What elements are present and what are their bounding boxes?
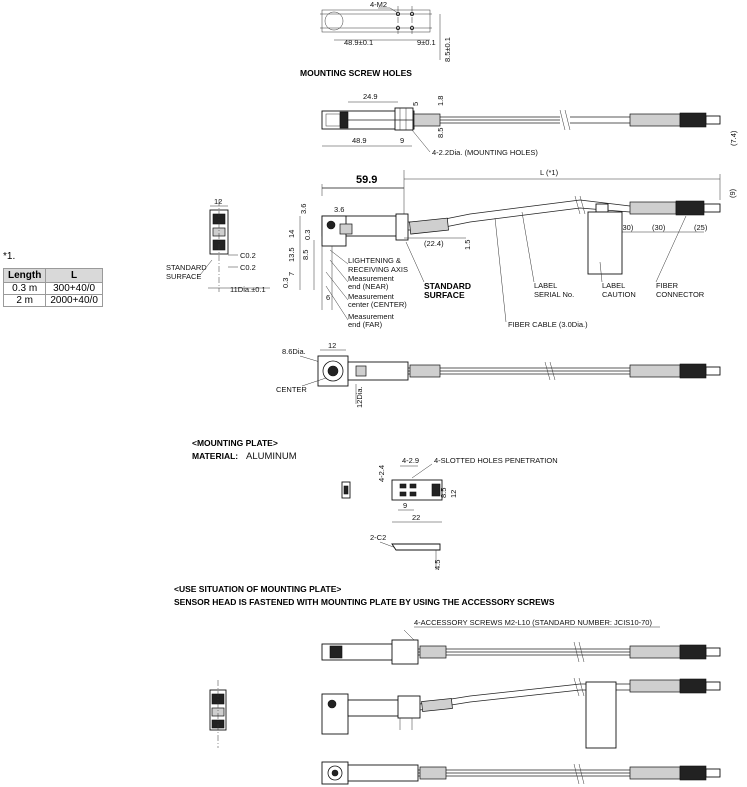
mounting-holes-label: 4-2.2Dia. (MOUNTING HOLES) — [432, 148, 538, 157]
dim-3-6-b: 3.6 — [334, 205, 344, 214]
fiber-cable-label: FIBER CABLE (3.0Dia.) — [508, 320, 588, 329]
length-note: *1. — [3, 251, 16, 262]
dim-1-5: 1.5 — [463, 240, 472, 250]
meas-far-2: end (FAR) — [348, 320, 383, 329]
plate-dim-4-5: 4.5 — [433, 560, 442, 570]
dim-7-4: (7.4) — [729, 130, 738, 146]
dim-9: 9±0.1 — [417, 38, 436, 47]
plate-dim-12: 12 — [449, 490, 458, 498]
lightening-label: LIGHTENING & — [348, 256, 401, 265]
dim-8-5: 8.5±0.1 — [443, 37, 452, 62]
plate-dim-9: 9 — [403, 501, 407, 510]
screw-label: 4-M2 — [370, 0, 387, 9]
meas-near-2: end (NEAR) — [348, 282, 389, 291]
length-table: Length L 0.3 m 300+40/0 2 m 2000+40/0 — [2, 268, 103, 307]
title-mounting-plate: <MOUNTING PLATE> — [192, 438, 278, 448]
accessory-screws-label: 4-ACCESSORY SCREWS M2-L10 (STANDARD NUMB… — [414, 618, 652, 627]
dim-22-4: (22.4) — [424, 239, 444, 248]
table-row: 2 m 2000+40/0 — [2, 294, 103, 307]
plate-dim-4-2-9: 4-2.9 — [402, 456, 419, 465]
dim-8-5: 8.5 — [301, 250, 310, 260]
dim-6: 6 — [326, 293, 330, 302]
dim-5: 5 — [411, 102, 420, 106]
dim-0-3-b: 0.3 — [303, 230, 312, 240]
label-serial-1: LABEL — [534, 281, 557, 290]
table-cell: 0.3 m — [2, 282, 47, 295]
mounting-screw-holes-view: 4-M2 48.9±0.1 9±0.1 8.5±0.1 MOUNTING SCR… — [300, 0, 452, 78]
top-view: 24.9 5 1.8 8.5 48.9 9 4-2.2Dia. (MOUNTIN… — [321, 92, 738, 157]
dim-30-a: (30) — [620, 223, 634, 232]
meas-center-1: Measurement — [348, 292, 395, 301]
receiving-label: RECEIVING AXIS — [348, 265, 408, 274]
material-label: MATERIAL: — [192, 451, 238, 461]
use-situation: <USE SITUATION OF MOUNTING PLATE> SENSOR… — [174, 584, 721, 785]
slotted-holes-label: 4-SLOTTED HOLES PENETRATION — [434, 456, 558, 465]
dim-0-3-a: 0.3 — [281, 278, 290, 288]
label-caution-1: LABEL — [602, 281, 625, 290]
dim-8-5: 8.5 — [436, 128, 445, 138]
front-view: 8.6Dia. 12 CENTER 12Dia. — [276, 341, 721, 408]
meas-center-2: center (CENTER) — [348, 300, 407, 309]
center-label: CENTER — [276, 385, 307, 394]
mounting-plate: <MOUNTING PLATE> MATERIAL: ALUMINUM 4-2.… — [192, 438, 558, 570]
dim-3-6-a: 3.6 — [299, 204, 308, 214]
l-header: L — [45, 268, 103, 283]
meas-far-1: Measurement — [348, 312, 395, 321]
label-serial-2: SERIAL No. — [534, 290, 574, 299]
label-caution-2: CAUTION — [602, 290, 636, 299]
table-cell: 300+40/0 — [45, 282, 103, 295]
meas-near-1: Measurement — [348, 274, 395, 283]
std-surface-side-1: STANDARD — [424, 281, 471, 291]
title-use-situation: <USE SITUATION OF MOUNTING PLATE> — [174, 584, 341, 594]
dim-30-b: (30) — [652, 223, 666, 232]
dim-11-dia: 11Dia.±0.1 — [230, 285, 266, 294]
plate-dim-8-5: 8.5 — [439, 488, 448, 498]
std-surface-1: STANDARD — [166, 263, 207, 272]
title-mounting-screw-holes: MOUNTING SCREW HOLES — [300, 68, 412, 78]
dim-12: 12 — [214, 197, 222, 206]
dim-25: (25) — [694, 223, 708, 232]
fiber-connector-2: CONNECTOR — [656, 290, 705, 299]
dim-59-9: 59.9 — [356, 174, 377, 186]
std-surface-2: SURFACE — [166, 272, 201, 281]
dim-9-paren: (9) — [728, 188, 737, 198]
dim-48-9: 48.9±0.1 — [344, 38, 373, 47]
plate-c2: 2-C2 — [370, 533, 386, 542]
dim-9-top: 9 — [400, 136, 404, 145]
dim-48-9-top: 48.9 — [352, 136, 367, 145]
length-header: Length — [2, 268, 47, 283]
side-view: 59.9 L (*1) (9) 3.6 3.6 14 13.5 8.5 7 0.… — [281, 168, 737, 329]
dim-L: L (*1) — [540, 168, 559, 177]
dim-7: 7 — [287, 272, 296, 276]
dim-13-5: 13.5 — [287, 247, 296, 262]
fiber-connector-1: FIBER — [656, 281, 679, 290]
dim-24-9: 24.9 — [363, 92, 378, 101]
plate-dim-4-2-4: 4-2.4 — [377, 465, 386, 482]
plate-dim-22: 22 — [412, 513, 420, 522]
dim-12-dia: 12Dia. — [355, 386, 364, 408]
dim-14: 14 — [287, 230, 296, 238]
use-situation-desc: SENSOR HEAD IS FASTENED WITH MOUNTING PL… — [174, 597, 555, 607]
dim-1-8: 1.8 — [436, 96, 445, 106]
end-view: 12 C0.2 C0.2 STANDARD SURFACE 11Dia.±0.1 — [166, 197, 270, 294]
dim-8-6-dia: 8.6Dia. — [282, 347, 306, 356]
c02-b: C0.2 — [240, 263, 256, 272]
table-cell: 2000+40/0 — [45, 294, 103, 307]
material-value: ALUMINUM — [246, 451, 297, 462]
std-surface-side-2: SURFACE — [424, 290, 465, 300]
dim-12-front: 12 — [328, 341, 336, 350]
table-cell: 2 m — [2, 294, 47, 307]
c02-a: C0.2 — [240, 251, 256, 260]
table-row: 0.3 m 300+40/0 — [2, 282, 103, 295]
